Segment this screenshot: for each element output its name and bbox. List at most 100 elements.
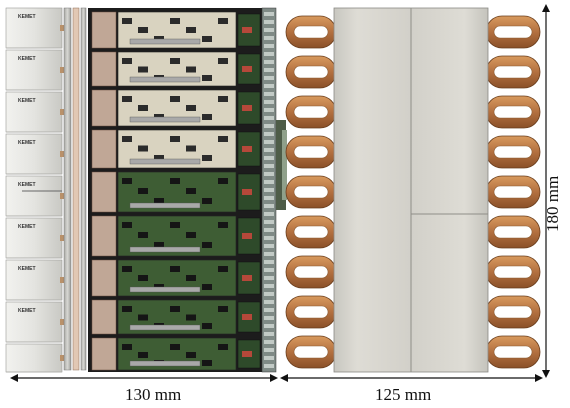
pcb-component bbox=[186, 352, 196, 358]
pcb-component bbox=[242, 146, 252, 152]
pcb-component bbox=[154, 198, 164, 204]
spine-pin bbox=[264, 236, 274, 240]
winding-gap bbox=[293, 185, 329, 199]
spine-pin bbox=[264, 188, 274, 192]
spine-pin bbox=[264, 84, 274, 88]
pcb-component bbox=[122, 266, 132, 272]
spine-pin bbox=[264, 308, 274, 312]
winding-gap bbox=[293, 305, 329, 319]
pcb-component bbox=[170, 222, 180, 228]
pcb-component bbox=[170, 306, 180, 312]
winding-gap bbox=[293, 345, 329, 359]
winding-gap bbox=[493, 265, 533, 279]
winding-gap bbox=[493, 345, 533, 359]
pcb-component bbox=[186, 232, 196, 238]
pcb-component bbox=[138, 188, 148, 194]
spine-pin bbox=[264, 28, 274, 32]
spine-pin bbox=[264, 340, 274, 344]
capacitor-brand-label: KEMET bbox=[18, 140, 36, 146]
pcb-component bbox=[218, 222, 228, 228]
spine-pin bbox=[264, 356, 274, 360]
pcb-component bbox=[242, 351, 252, 357]
pcb-component bbox=[122, 96, 132, 102]
pcb-component bbox=[218, 306, 228, 312]
capacitor-terminal bbox=[60, 25, 64, 31]
pcb-component bbox=[154, 155, 164, 161]
connector-spine bbox=[261, 7, 287, 373]
winding-gap bbox=[493, 65, 533, 79]
bridge-connector bbox=[276, 120, 286, 210]
winding-gap bbox=[293, 25, 329, 39]
pcb-component bbox=[242, 314, 252, 320]
capacitor bbox=[5, 91, 63, 133]
spine-pin bbox=[264, 300, 274, 304]
pcb-component bbox=[202, 360, 212, 366]
pcb-component bbox=[138, 275, 148, 281]
pcb-header bbox=[129, 286, 201, 293]
winding-gap bbox=[493, 145, 533, 159]
pcb-component bbox=[202, 284, 212, 290]
spine-pin bbox=[264, 260, 274, 264]
spine-pin bbox=[264, 140, 274, 144]
spine-pin bbox=[264, 252, 274, 256]
pcb-component bbox=[242, 189, 252, 195]
pcb-component bbox=[122, 18, 132, 24]
spine-pin bbox=[264, 228, 274, 232]
pcb-header bbox=[129, 324, 201, 331]
dimension-label-width-left: 130 mm bbox=[125, 385, 182, 404]
spine-pin bbox=[264, 196, 274, 200]
pcb-header bbox=[129, 158, 201, 165]
spine-pin bbox=[264, 324, 274, 328]
spine-pin bbox=[264, 292, 274, 296]
capacitor bbox=[5, 7, 63, 49]
pcb-component bbox=[218, 266, 228, 272]
spine-pin bbox=[264, 148, 274, 152]
pcb-component bbox=[170, 18, 180, 24]
pcb-header bbox=[129, 202, 201, 209]
spine-pin bbox=[264, 164, 274, 168]
capacitor-brand-label: KEMET bbox=[18, 182, 36, 188]
dimension-arrow-130 bbox=[10, 374, 278, 382]
pcb-component bbox=[122, 222, 132, 228]
capacitor-brand-label: KEMET bbox=[18, 56, 36, 62]
pcb-component bbox=[202, 114, 212, 120]
copper-winding-right bbox=[485, 15, 541, 369]
pcb-component bbox=[154, 242, 164, 248]
pcb-component bbox=[242, 66, 252, 72]
pcb-component bbox=[122, 306, 132, 312]
pcb-component bbox=[242, 105, 252, 111]
spine-pin bbox=[264, 284, 274, 288]
spine-pin bbox=[264, 172, 274, 176]
spine-pin bbox=[264, 124, 274, 128]
pcb-stack bbox=[88, 8, 274, 372]
pcb-component bbox=[138, 352, 148, 358]
capacitor bbox=[5, 217, 63, 259]
capacitor-brand-label: KEMET bbox=[18, 224, 36, 230]
pcb-component bbox=[170, 266, 180, 272]
spine-pin bbox=[264, 132, 274, 136]
pcb-component bbox=[170, 136, 180, 142]
capacitor-terminal bbox=[60, 193, 64, 199]
pcb-component bbox=[202, 155, 212, 161]
winding-gap bbox=[493, 185, 533, 199]
pcb-component bbox=[138, 232, 148, 238]
spine-pin bbox=[264, 220, 274, 224]
capacitor bbox=[5, 49, 63, 91]
winding-gap bbox=[293, 105, 329, 119]
pcb-component bbox=[242, 275, 252, 281]
pcb-component bbox=[186, 27, 196, 33]
spine-pin bbox=[264, 60, 274, 64]
capacitor-terminal bbox=[60, 235, 64, 241]
winding-gap bbox=[493, 225, 533, 239]
pcb-component bbox=[186, 66, 196, 73]
pcb-component bbox=[138, 314, 148, 321]
capacitor-terminal bbox=[60, 67, 64, 73]
pcb-component bbox=[218, 96, 228, 102]
capacitor-terminal bbox=[60, 277, 64, 283]
pcb-component bbox=[138, 27, 148, 33]
pcb-header bbox=[129, 38, 201, 45]
board-connector bbox=[91, 51, 117, 87]
capacitor-brand-label: KEMET bbox=[18, 14, 36, 20]
spine-pin bbox=[264, 316, 274, 320]
pcb-component bbox=[242, 233, 252, 239]
